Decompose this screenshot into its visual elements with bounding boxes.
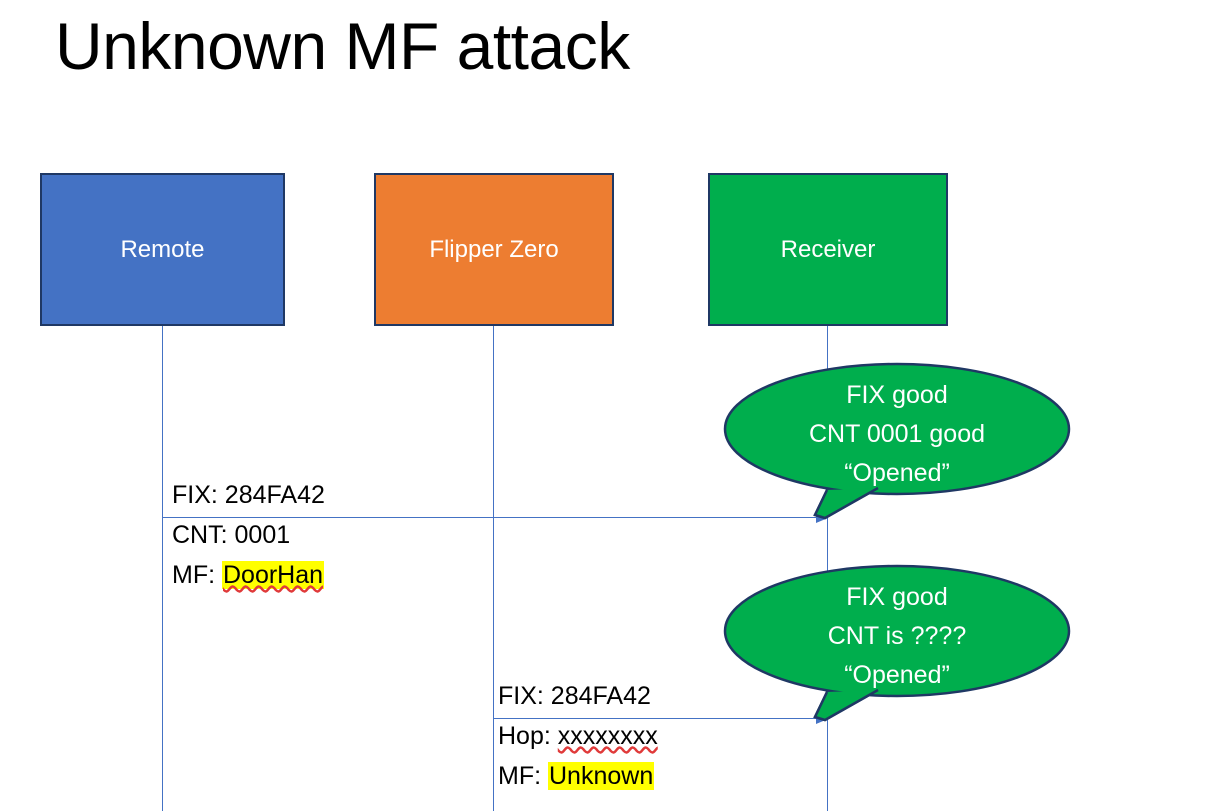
- message-line-label: MF:: [498, 762, 542, 790]
- message-labels-2: FIX: 284FA42 Hop: xxxxxxxx MF: Unknown: [498, 676, 658, 796]
- message-line: MF: DoorHan: [172, 555, 325, 595]
- message-line-value-highlighted: Unknown: [548, 762, 655, 790]
- message-labels-1: FIX: 284FA42 CNT: 0001 MF: DoorHan: [172, 475, 325, 595]
- actor-box-receiver[interactable]: Receiver: [708, 173, 948, 326]
- message-line-label: FIX:: [498, 682, 544, 710]
- message-line-value-highlighted: DoorHan: [222, 561, 325, 589]
- message-line: CNT: 0001: [172, 515, 325, 555]
- message-line-label: MF:: [172, 561, 216, 589]
- lifeline-flipper: [493, 326, 494, 811]
- page-title: Unknown MF attack: [55, 9, 630, 83]
- actor-box-remote[interactable]: Remote: [40, 173, 285, 326]
- message-line: FIX: 284FA42: [172, 475, 325, 515]
- message-line: MF: Unknown: [498, 756, 658, 796]
- message-line-value: 284FA42: [550, 682, 651, 710]
- callout-shape-1: [723, 362, 1071, 520]
- message-line-label: Hop:: [498, 722, 551, 750]
- actor-label-flipper: Flipper Zero: [429, 235, 559, 263]
- message-line-label: FIX:: [172, 481, 218, 509]
- callout-shape-2: [723, 564, 1071, 722]
- actor-label-receiver: Receiver: [780, 235, 876, 263]
- callout-bubble-1[interactable]: FIX good CNT 0001 good “Opened”: [723, 362, 1071, 520]
- actor-label-remote: Remote: [120, 235, 205, 263]
- callout-bubble-2[interactable]: FIX good CNT is ???? “Opened”: [723, 564, 1071, 722]
- actor-box-flipper[interactable]: Flipper Zero: [374, 173, 614, 326]
- message-line-value: 0001: [234, 521, 291, 549]
- message-line: FIX: 284FA42: [498, 676, 658, 716]
- message-line-label: CNT:: [172, 521, 228, 549]
- lifeline-remote: [162, 326, 163, 811]
- message-line-value-misspelled: xxxxxxxx: [557, 722, 658, 750]
- message-line: Hop: xxxxxxxx: [498, 716, 658, 756]
- message-line-value: 284FA42: [224, 481, 325, 509]
- lifeline-receiver: [827, 326, 828, 811]
